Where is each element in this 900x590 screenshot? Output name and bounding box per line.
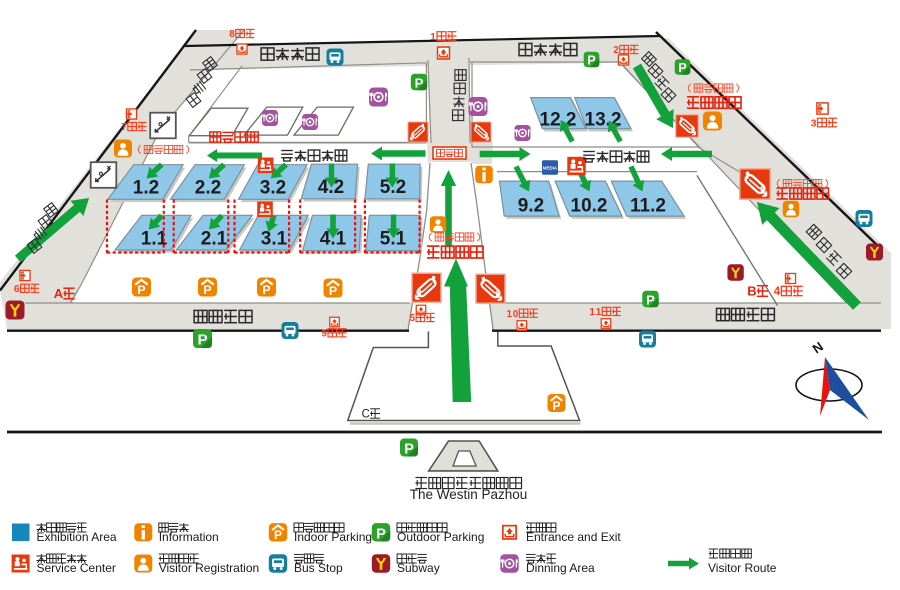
svg-text:1: 1	[596, 307, 602, 318]
svg-text:2.1: 2.1	[201, 229, 228, 250]
svg-text:B: B	[747, 284, 756, 299]
svg-text:4.2: 4.2	[318, 177, 344, 198]
svg-text:2: 2	[613, 45, 619, 56]
svg-text:Dinning Area: Dinning Area	[526, 561, 595, 575]
svg-text:6: 6	[14, 284, 20, 295]
svg-text:Subway: Subway	[397, 561, 440, 575]
svg-text:10.2: 10.2	[571, 196, 608, 217]
svg-text:4: 4	[774, 286, 781, 298]
svg-text:The Westin Pazhou: The Westin Pazhou	[410, 487, 528, 502]
svg-text:1: 1	[589, 307, 595, 318]
svg-text:1: 1	[507, 309, 513, 320]
svg-text:Outdoor Parking: Outdoor Parking	[397, 530, 484, 544]
svg-text:11.2: 11.2	[630, 196, 666, 217]
svg-text:3: 3	[811, 117, 817, 129]
svg-text:Service Center: Service Center	[37, 561, 116, 575]
svg-text:Visitor Route: Visitor Route	[708, 561, 777, 575]
svg-text:4.1: 4.1	[320, 229, 347, 250]
svg-text:A: A	[54, 286, 64, 301]
svg-text:7: 7	[121, 122, 127, 133]
svg-text:5.1: 5.1	[380, 229, 407, 250]
svg-text:1: 1	[430, 31, 436, 43]
svg-text:9.2: 9.2	[518, 196, 544, 217]
svg-text:1.2: 1.2	[133, 178, 159, 199]
svg-text:Entrance and Exit: Entrance and Exit	[526, 530, 621, 544]
svg-text:5.2: 5.2	[380, 177, 406, 198]
svg-text:2.2: 2.2	[195, 178, 221, 199]
svg-text:3.2: 3.2	[260, 178, 286, 199]
svg-text:Information: Information	[159, 530, 219, 544]
svg-text:Exhibition Area: Exhibition Area	[37, 530, 117, 544]
svg-text:12.2: 12.2	[540, 110, 577, 131]
svg-text:5: 5	[410, 313, 416, 324]
svg-text:3.1: 3.1	[261, 229, 288, 250]
svg-text:Visitor Registration: Visitor Registration	[159, 561, 260, 575]
svg-text:8: 8	[229, 29, 235, 40]
svg-text:Bus Stop: Bus Stop	[294, 561, 343, 575]
svg-text:1.1: 1.1	[141, 229, 168, 250]
svg-text:0: 0	[513, 309, 519, 320]
svg-text:C: C	[362, 409, 370, 421]
svg-text:Indoor Parking: Indoor Parking	[294, 530, 372, 544]
svg-text:9: 9	[321, 328, 327, 339]
